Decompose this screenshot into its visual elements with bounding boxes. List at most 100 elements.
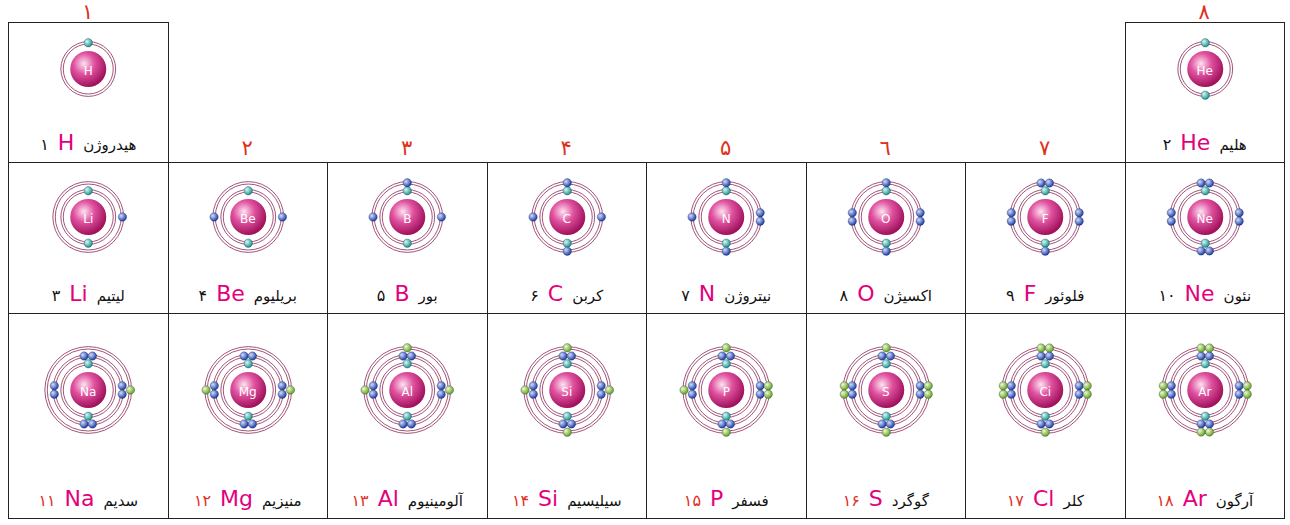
element-name: لیتیم	[97, 284, 125, 308]
element-name: آلومینیوم	[408, 489, 463, 513]
bohr-model	[647, 314, 806, 518]
nucleus-label-holder: N	[706, 208, 746, 226]
nucleus-label-holder: Al	[387, 381, 427, 399]
element-caption: ۸Oاکسیژن	[807, 281, 966, 308]
nucleus-symbol: Ci	[1039, 385, 1051, 399]
element-caption: ۱۰Neنئون	[1126, 281, 1285, 308]
element-symbol: F	[1024, 281, 1037, 307]
atomic-number: ۱۳	[352, 489, 369, 513]
group-number: ۷	[1025, 136, 1065, 160]
nucleus-symbol: C	[563, 212, 571, 226]
element-cell: O۸Oاکسیژن	[806, 162, 967, 314]
element-symbol: Al	[378, 486, 399, 512]
element-caption: ۱Hهیدروژن	[9, 130, 168, 157]
element-caption: ۱۷Clکلر	[966, 486, 1125, 513]
element-cell: N ۷Nنیتروژن	[646, 162, 807, 314]
atomic-number: ۷	[681, 284, 690, 308]
nucleus-label-holder: B	[387, 208, 427, 226]
nucleus-symbol: Ne	[1197, 212, 1213, 226]
atomic-number: ۸	[840, 284, 849, 308]
element-cell: Ar ۱۸ Ar آرگون	[1125, 313, 1286, 519]
nucleus-label-holder: Li	[68, 208, 108, 226]
element-cell: B۵Bبور	[327, 162, 488, 314]
nucleus-label-holder: Ne	[1185, 208, 1225, 226]
element-caption: ۱۱Naسدیم	[9, 486, 168, 513]
atomic-number: ۱۶	[843, 489, 860, 513]
element-name: کلر	[1063, 489, 1083, 513]
element-caption: ۴ Be بریلیوم	[169, 281, 328, 308]
bohr-model	[9, 163, 168, 313]
atomic-number: ۱۸	[1156, 489, 1173, 513]
nucleus-symbol: F	[1042, 212, 1049, 226]
element-caption: ۵B بور	[328, 281, 487, 308]
nucleus-symbol: B	[403, 212, 411, 226]
nucleus-label-holder: P	[706, 381, 746, 399]
group-number: ۱	[68, 0, 108, 24]
element-name: هلیم	[1219, 133, 1246, 157]
atomic-number: ۶	[530, 284, 539, 308]
element-caption: ۱۶Sگوگرد	[807, 486, 966, 513]
nucleus-label-holder: Na	[68, 381, 108, 399]
bohr-model	[807, 314, 966, 518]
element-cell: Na۱۱Naسدیم	[8, 313, 169, 519]
atomic-number: ۱۰	[1158, 284, 1175, 308]
element-cell: S ۱۶Sگوگرد	[806, 313, 967, 519]
nucleus-label-holder: Si	[547, 381, 587, 399]
bohr-model	[169, 163, 328, 313]
element-symbol: O	[857, 281, 874, 307]
element-name: منیزیم	[262, 489, 302, 513]
group-number: ۲	[227, 136, 267, 160]
nucleus-label-holder: C	[547, 208, 587, 226]
group-number: ۸	[1184, 0, 1224, 24]
element-name: نئون	[1224, 284, 1251, 308]
element-caption: ۱۳ Al آلومینیوم	[328, 486, 487, 513]
element-cell: Mg ۱۲ Mg منیزیم	[168, 313, 329, 519]
element-caption: ۶Cکربن	[488, 281, 647, 308]
element-name: آرگون	[1216, 489, 1253, 513]
nucleus-label-holder: Ar	[1185, 381, 1225, 399]
nucleus-label-holder: He	[1185, 60, 1225, 78]
element-name: هیدروژن	[83, 133, 136, 157]
group-number: ۳	[387, 136, 427, 160]
nucleus-label-holder: Mg	[228, 381, 268, 399]
element-name: بور	[419, 284, 438, 308]
group-number: ۵	[706, 136, 746, 160]
nucleus-symbol: Na	[80, 385, 96, 399]
atomic-number: ۴	[199, 284, 208, 308]
element-name: کربن	[572, 284, 603, 308]
element-caption: ۱۴Siسیلیسیم	[488, 486, 647, 513]
element-cell: Si ۱۴Siسیلیسیم	[487, 313, 648, 519]
nucleus-label-holder: Be	[228, 208, 268, 226]
nucleus-label-holder: O	[866, 208, 906, 226]
element-symbol: Mg	[220, 486, 253, 512]
element-symbol: Li	[69, 281, 87, 307]
nucleus-symbol: Li	[83, 212, 93, 226]
element-name: بریلیوم	[254, 284, 297, 308]
element-symbol: He	[1180, 130, 1210, 156]
group-number: ٦	[865, 136, 905, 160]
atomic-number: ۱۴	[512, 489, 529, 513]
bohr-model	[488, 314, 647, 518]
element-cell: F۹Fفلوئور	[965, 162, 1126, 314]
nucleus-symbol: S	[882, 385, 890, 399]
element-name: نیتروژن	[724, 284, 771, 308]
nucleus-label-holder: F	[1025, 208, 1065, 226]
atomic-number: ۳	[52, 284, 61, 308]
element-symbol: Na	[65, 486, 95, 512]
atomic-number: ۱۲	[194, 489, 211, 513]
bohr-model	[328, 314, 487, 518]
element-cell: Ci ۱۷Clکلر	[965, 313, 1126, 519]
element-caption: ۱۸ Ar آرگون	[1126, 486, 1285, 513]
atomic-number: ۵	[377, 284, 386, 308]
nucleus-symbol: Si	[561, 385, 572, 399]
element-caption: ۱۵Pفسفر	[647, 486, 806, 513]
nucleus-label-holder: H	[68, 60, 108, 78]
atomic-number: ۱۷	[1007, 489, 1024, 513]
element-symbol: Ar	[1183, 486, 1207, 512]
element-cell: P ۱۵Pفسفر	[646, 313, 807, 519]
element-symbol: B	[394, 281, 409, 307]
element-cell: Be ۴ Be بریلیوم	[168, 162, 329, 314]
element-caption: ۷Nنیتروژن	[647, 281, 806, 308]
element-symbol: Be	[216, 281, 245, 307]
